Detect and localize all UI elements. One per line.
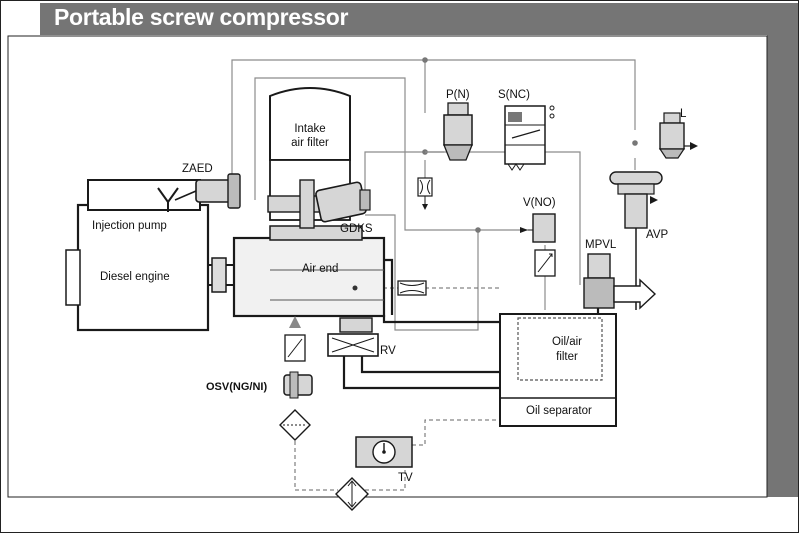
mpvl-valve (583, 253, 657, 310)
injection-pump-lever (157, 187, 179, 212)
oil-separator-tank (499, 313, 617, 427)
label-gdks: GDKS (340, 223, 373, 235)
label-intake-line1: Intake (294, 123, 325, 135)
rv-valve (327, 317, 379, 357)
label-tv: TV (398, 472, 413, 484)
oil-filter-diamond (279, 409, 311, 441)
label-air-end: Air end (302, 263, 338, 275)
label-rv: RV (380, 345, 396, 357)
diagram-title: Portable screw compressor (54, 4, 349, 30)
l-regulator (658, 112, 698, 159)
label-snc: S(NC) (498, 89, 530, 101)
oil-cooler-diamond (335, 477, 369, 511)
label-mpvl: MPVL (585, 239, 617, 251)
label-intake-line2: air filter (291, 137, 329, 149)
label-l: L (680, 108, 687, 120)
pressure-regulator (425, 102, 473, 161)
osv-valve (283, 371, 313, 399)
label-oil-air-line2: filter (556, 351, 578, 363)
diesel-engine (65, 179, 238, 332)
zaed-actuator (174, 173, 241, 209)
gdks-valve (315, 181, 371, 223)
throttle-vno (534, 249, 556, 277)
inner-frame (7, 35, 768, 498)
label-vno: V(NO) (523, 197, 556, 209)
label-diesel-engine: Diesel engine (100, 271, 170, 283)
main-lines (342, 258, 600, 390)
solenoid-valve (504, 105, 555, 171)
avp-valve (609, 171, 663, 310)
control-lines (231, 59, 636, 331)
label-oil-air-line1: Oil/air (552, 336, 582, 348)
label-osv: OSV(NG/NI) (206, 381, 267, 393)
air-end (232, 225, 386, 318)
label-zaed: ZAED (182, 163, 213, 175)
side-bar (767, 35, 798, 497)
label-pn: P(N) (446, 89, 470, 101)
label-oil-separator: Oil separator (526, 405, 592, 417)
label-injection-pump: Injection pump (92, 220, 167, 232)
tv-valve (355, 436, 413, 468)
label-avp: AVP (646, 229, 668, 241)
throttle-horizontal (397, 280, 427, 296)
throttle-vertical (417, 177, 433, 210)
title-bar (40, 3, 798, 35)
throttle-osv (284, 316, 306, 362)
vno-valve (520, 213, 556, 243)
